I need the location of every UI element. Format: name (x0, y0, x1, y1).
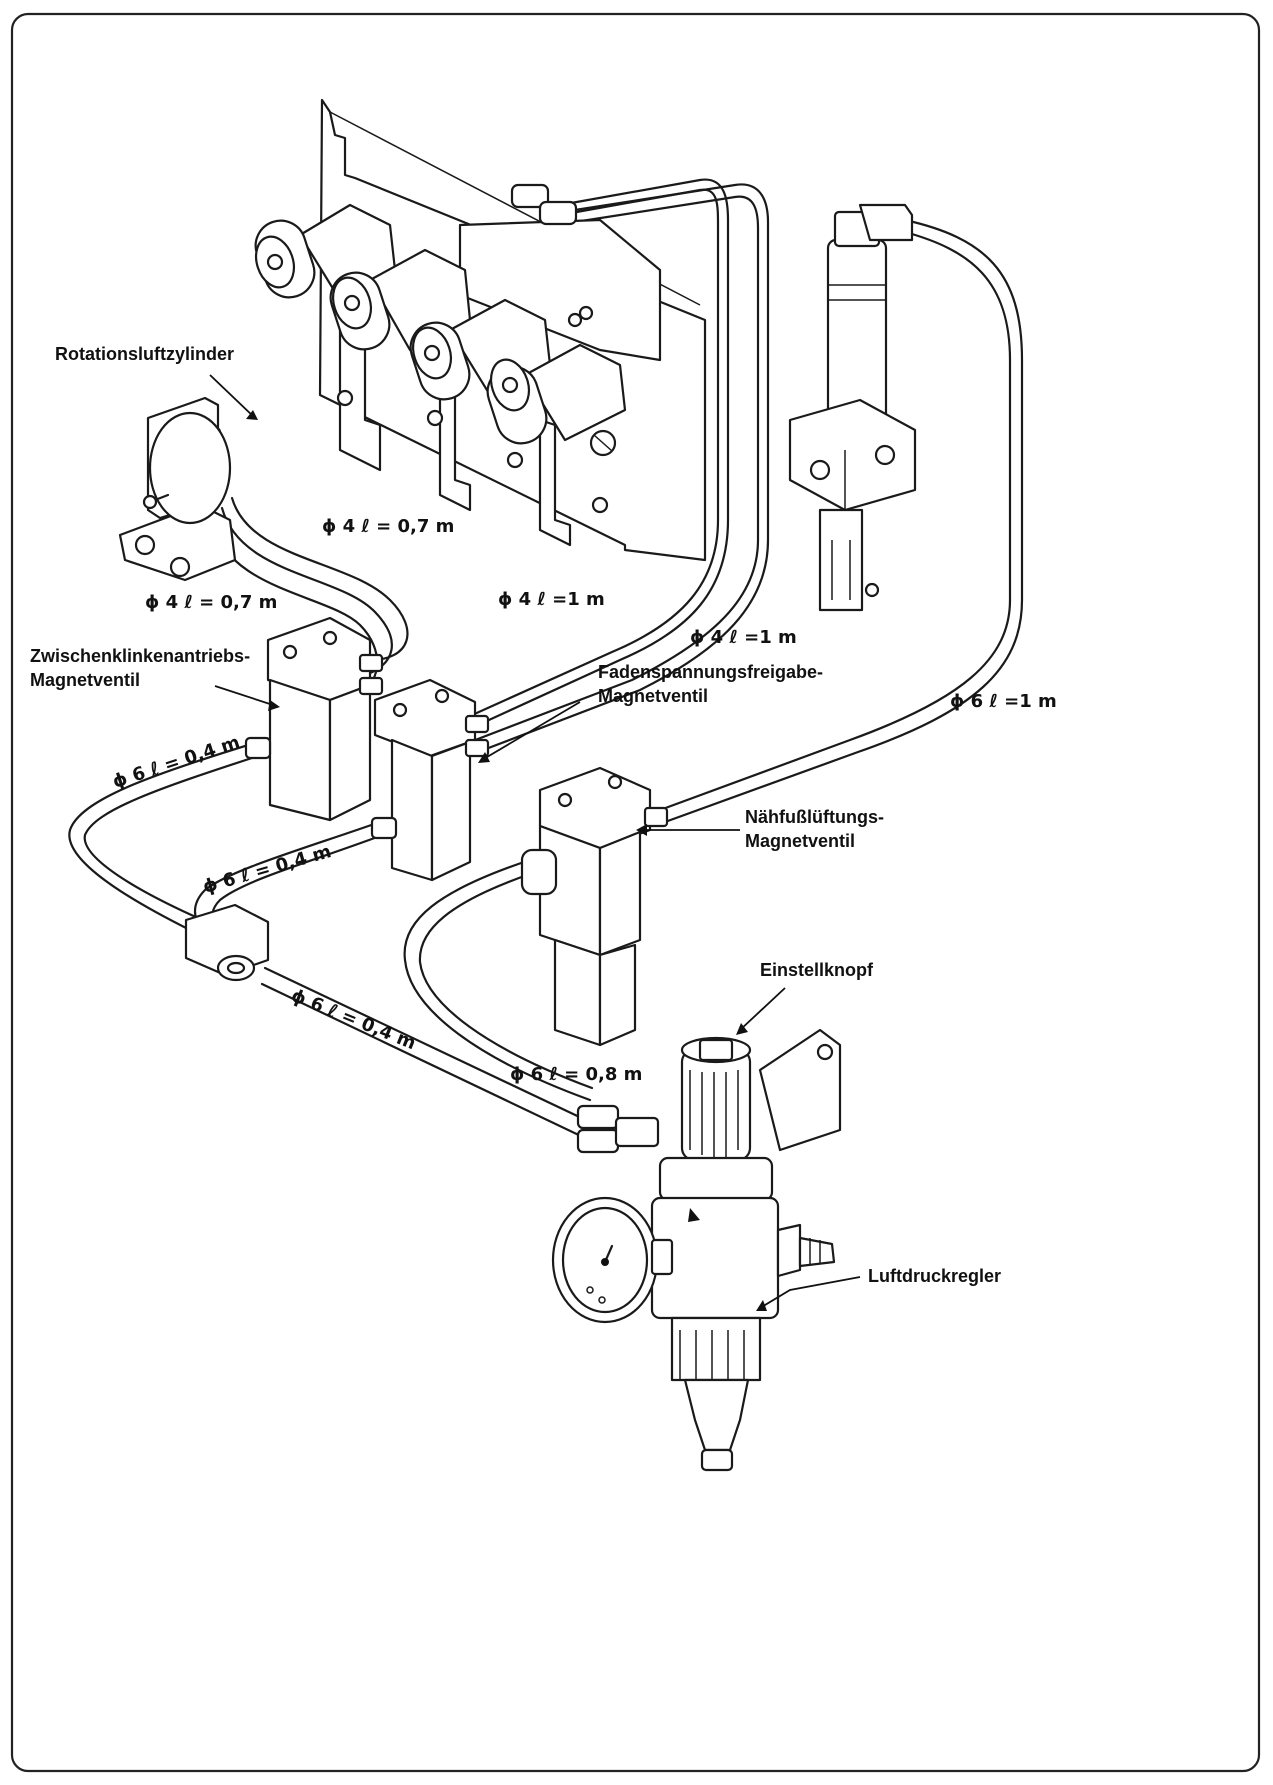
intermediate-drive-valve (244, 616, 384, 822)
tube-label: ϕ 6 ℓ = 0,8 m (510, 1064, 642, 1085)
rotation-air-cylinder (118, 396, 237, 582)
tension-knob-1 (254, 203, 397, 302)
label-rotation-cylinder: Rotationsluftzylinder (55, 344, 234, 364)
tube-label: ϕ 4 ℓ =1 m (690, 627, 797, 648)
tension-fittings (510, 183, 578, 226)
tube-label: ϕ 6 ℓ = 0,4 m (201, 841, 334, 898)
leader-lines (209, 374, 861, 1311)
tube-label: ϕ 6 ℓ =1 m (950, 691, 1057, 712)
tube-label: ϕ 6 ℓ = 0,4 m (288, 985, 419, 1054)
tube-label: ϕ 4 ℓ =1 m (498, 589, 605, 610)
t-fitting (184, 903, 270, 982)
thread-tension-release-valve (370, 678, 490, 882)
presser-foot-lift-valve (520, 766, 669, 1047)
label-intermediate-valve-line2: Magnetventil (30, 670, 140, 690)
tube-label: ϕ 4 ℓ = 0,7 m (145, 592, 277, 613)
label-thread-tension-valve-line1: Fadenspannungsfreigabe- (598, 662, 823, 682)
label-intermediate-valve-line1: Zwischenklinkenantriebs- (30, 646, 250, 666)
air-cylinder (788, 203, 917, 612)
tube-label: ϕ 4 ℓ = 0,7 m (322, 516, 454, 537)
tension-knob-4 (486, 343, 627, 445)
label-presser-foot-valve-line2: Magnetventil (745, 831, 855, 851)
label-presser-foot-valve-line1: Nähfußlüftungs- (745, 807, 884, 827)
tension-knob-3 (409, 298, 552, 401)
label-air-regulator: Luftdruckregler (868, 1266, 1001, 1286)
label-adjust-knob: Einstellknopf (760, 960, 874, 980)
label-thread-tension-valve-line2: Magnetventil (598, 686, 708, 706)
air-regulator (551, 1028, 842, 1472)
page-frame (10, 12, 1261, 1773)
tubing (68, 178, 1024, 1140)
